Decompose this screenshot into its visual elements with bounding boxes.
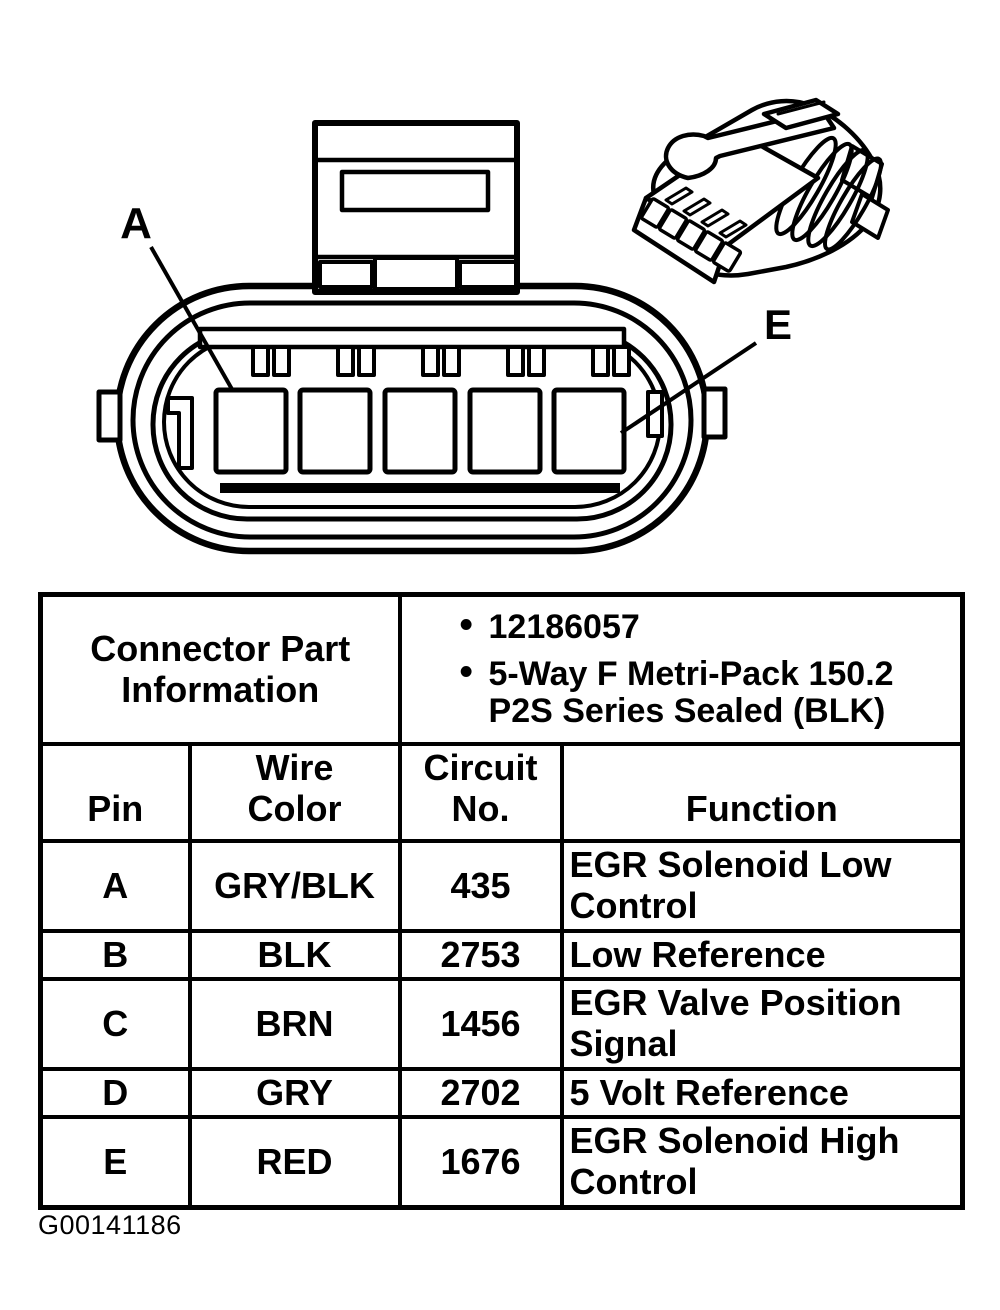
cell-function: EGR Solenoid High Control: [559, 1115, 965, 1210]
col-header-function: Function: [559, 741, 965, 844]
cell-circuit: 1456: [397, 977, 564, 1071]
part-info-details: 12186057 5-Way F Metri-Pack 150.2 P2S Se…: [397, 592, 965, 746]
persp-cavities: [639, 197, 743, 273]
cell-wire: GRY/BLK: [187, 839, 402, 933]
cell-wire: GRY: [187, 1066, 402, 1120]
cell-pin: D: [38, 1066, 192, 1120]
persp-terminal-stubs: [664, 186, 748, 239]
pin-cavities: [213, 387, 627, 475]
side-tab-right: [701, 386, 728, 440]
table-row-pin-d: D GRY 2702 5 Volt Reference: [38, 1066, 965, 1120]
part-info-row: Connector Part Information 12186057 5-Wa…: [38, 592, 965, 746]
pin-cavity-d: [467, 387, 543, 475]
housing-outline-2: [130, 300, 694, 540]
part-info-heading: Connector Part Information: [38, 592, 402, 746]
figure-id: G00141186: [38, 1210, 182, 1240]
lock-tabs: [251, 345, 631, 377]
connector-pinout-table: Connector Part Information 12186057 5-Wa…: [38, 592, 965, 1210]
connector-diagram: A E: [96, 97, 890, 555]
persp-endcap-2: [850, 192, 890, 240]
part-info-bullet-list: 12186057 5-Way F Metri-Pack 150.2 P2S Se…: [408, 607, 954, 730]
persp-buckle-line: [776, 100, 826, 116]
retainer-bar: [197, 326, 627, 350]
leader-line-a: [149, 246, 235, 392]
table-row-pin-c: C BRN 1456 EGR Valve Position Signal: [38, 977, 965, 1071]
pin-cavity-c: [382, 387, 458, 475]
cell-function: EGR Solenoid Low Control: [559, 839, 965, 933]
cell-wire: BLK: [187, 928, 402, 982]
col-header-circuit-no: Circuit No.: [397, 741, 564, 844]
column-header-row: Pin Wire Color Circuit No. Function: [38, 741, 965, 844]
cell-circuit: 435: [397, 839, 564, 933]
table-row-pin-a: A GRY/BLK 435 EGR Solenoid Low Control: [38, 839, 965, 933]
cell-pin: B: [38, 928, 192, 982]
cell-function: 5 Volt Reference: [559, 1066, 965, 1120]
cell-pin: C: [38, 977, 192, 1071]
front-view: [96, 120, 728, 555]
cell-function: Low Reference: [559, 928, 965, 982]
perspective-view: [631, 97, 890, 285]
side-tab-left: [96, 389, 123, 443]
cell-pin: A: [38, 839, 192, 933]
cell-wire: BRN: [187, 977, 402, 1071]
part-description: 5-Way F Metri-Pack 150.2 P2S Series Seal…: [456, 654, 948, 730]
cell-wire: RED: [187, 1115, 402, 1210]
cell-function: EGR Valve Position Signal: [559, 977, 965, 1071]
persp-latch-buckle: [761, 97, 841, 131]
leader-line-e: [619, 341, 758, 435]
pin-cavity-e: [551, 387, 627, 475]
key-wall-left: [166, 396, 194, 470]
pin-label-a: A: [120, 199, 152, 248]
part-number: 12186057: [456, 607, 948, 646]
cell-circuit: 2753: [397, 928, 564, 982]
col-header-wire-color: Wire Color: [187, 741, 402, 844]
latch-tower: [312, 120, 520, 295]
table-row-pin-e: E RED 1676 EGR Solenoid High Control: [38, 1115, 965, 1210]
col-header-pin: Pin: [38, 741, 192, 844]
pin-cavity-b: [297, 387, 373, 475]
pin-cavity-a: [213, 387, 289, 475]
table-row-pin-b: B BLK 2753 Low Reference: [38, 928, 965, 982]
cell-circuit: 1676: [397, 1115, 564, 1210]
cell-circuit: 2702: [397, 1066, 564, 1120]
cell-pin: E: [38, 1115, 192, 1210]
pin-label-e: E: [764, 301, 792, 348]
